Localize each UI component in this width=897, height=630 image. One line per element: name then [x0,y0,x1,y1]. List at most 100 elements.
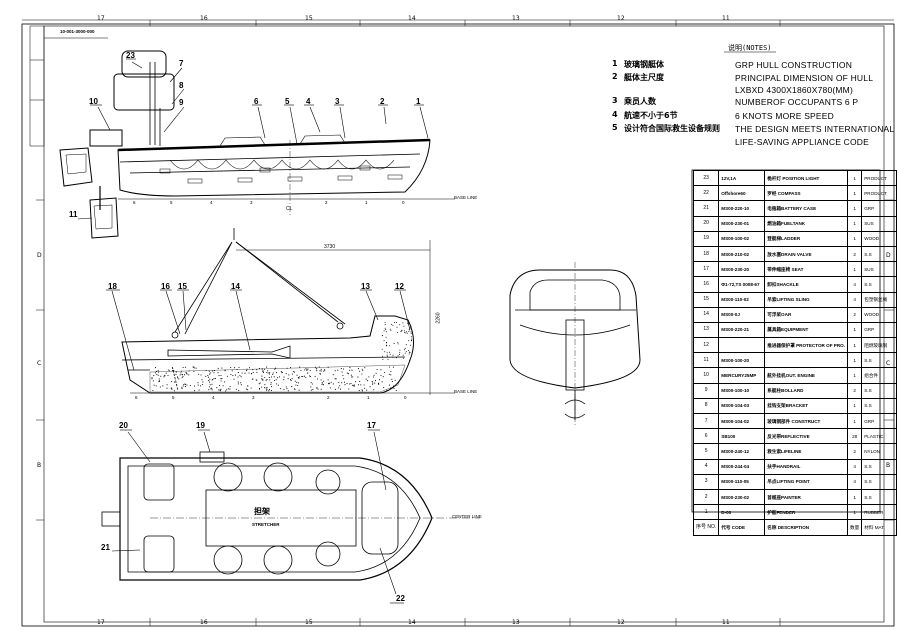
bom-cell-qty: 1 [847,367,863,384]
side-station-1: 1 [365,200,368,205]
bom-cell-code: MS00-0J [718,306,766,323]
bom-cell-code: MS00-100-10 [718,382,766,399]
bom-cell-mat: 包塑钢丝绳 [861,291,897,308]
bom-cell-qty: 1 [847,412,863,430]
lift-station-5: 5 [172,395,175,400]
lift-baseline-label: BASE LINE [454,389,478,394]
callout-21: 21 [101,543,110,552]
bom-cell-code: MS00-230-02 [718,488,766,506]
callout-3: 3 [335,97,340,106]
bom-cell-mat: S.S [861,382,897,399]
bom-cell-mat: RUBBER [861,504,897,521]
lift-view [106,228,455,395]
bom-cell-qty: 1 [847,352,863,369]
callout-11: 11 [69,210,78,219]
bom-cell-mat: SUS [861,261,897,278]
bom-cell-desc: 推进器保护罩 PROTECTOR OF PRO. [764,337,849,354]
zone-left-3: B [37,462,42,469]
note-en-2: PRINCIPAL DIMENSION OF HULL [735,73,874,83]
bom-footer-mat: 材料 MAT. [861,519,897,536]
bom-cell-no: 2 [692,488,720,506]
bom-cell-no: 11 [692,352,720,369]
dim-height: 2260 [435,312,442,324]
callout-10: 10 [89,97,98,106]
callout-18: 18 [108,282,117,291]
callout-7: 7 [179,59,184,68]
side-station-2: 2 [325,200,328,205]
zone-bottom-2: 16 [200,619,208,626]
bom-cell-code: MS00-100-02 [718,230,766,247]
notes-title: 说明(NOTES) [728,44,772,52]
callout-8: 8 [179,81,184,90]
bom-cell-desc: 属具箱EQUIPMENT [764,321,849,339]
bom-cell-desc [764,352,849,369]
stretcher-en: STRETCHER [252,522,280,527]
bom-cell-no: 10 [692,367,720,384]
bom-cell-qty: 4 [847,291,863,308]
zone-top-4: 14 [408,15,416,22]
note-num-5: 5 [612,123,618,132]
bom-cell-qty: 1 [847,337,863,354]
bom-cell-desc: 反光带REFLECTIVE [764,428,849,445]
bom-cell-no: 23 [692,169,720,187]
bom-cell-qty: 4 [847,473,863,490]
bom-cell-mat: S.S [861,458,897,475]
note-num-4: 4 [612,110,618,119]
bom-cell-code: MS00-110-02 [718,291,766,308]
zone-bottom-3: 15 [305,619,313,626]
bom-cell-desc: 挂钩支架BRACKET [764,397,849,415]
zone-bottom-7: 11 [722,619,730,626]
note-num-3: 3 [612,96,618,105]
bom-cell-mat: PLASTIC [861,428,897,445]
bom-cell-no: 20 [692,215,720,232]
plan-view [101,429,480,604]
bom-cell-code: MS00-240-12 [718,443,766,460]
bom-cell-no: 4 [692,458,720,475]
side-station-0: 0 [402,200,405,205]
bom-cell-code: Offshore60 [718,185,766,202]
note-cn-2: 艇体主尺度 [624,73,664,82]
bom-cell-no: 6 [692,428,720,445]
bom-cell-mat: S.S [861,488,897,506]
bom-cell-mat: SUS [861,215,897,232]
callout-13: 13 [361,282,370,291]
callout-12: 12 [395,282,404,291]
bom-cell-code: MS00-104-03 [718,397,766,415]
bom-cell-qty: 4 [847,458,863,475]
bom-cell-qty: 2 [847,382,863,399]
bom-cell-no: 21 [692,200,720,217]
stretcher-cn: 担架 [254,507,270,516]
zone-bottom-1: 17 [97,619,105,626]
bom-footer-qty: 数量 [847,519,863,536]
bom-cell-mat: PRODUCT [861,169,897,187]
bom-cell-mat: S.S [861,245,897,263]
bom-cell-code: MS00-244-04 [718,458,766,475]
bom-cell-mat: S.S [861,397,897,415]
callout-6: 6 [254,97,259,106]
bom-cell-no: 13 [692,321,720,339]
bom-cell-desc: 护舷FENDER [764,504,849,521]
sand-hatch [149,364,406,393]
bom-cell-code: MS00-230-01 [718,215,766,232]
bom-cell-mat: NYLON [861,443,897,460]
bom-cell-code: MS00-220-21 [718,321,766,339]
callout-9: 9 [179,98,184,107]
bom-cell-desc: 卸扣SHACKLE [764,276,849,293]
zone-bottom-5: 13 [512,619,520,626]
bom-cell-no: 1 [692,504,720,521]
zone-top-3: 15 [305,15,313,22]
note-cn-3: 乘员人数 [624,97,656,106]
bom-cell-qty: 1 [847,488,863,506]
zone-bottom-4: 14 [408,619,416,626]
bom-cell-code: MS00-210-02 [718,245,766,263]
lift-station-2: 2 [327,395,330,400]
lift-station-3: 3 [252,395,255,400]
bom-cell-qty: 2 [847,306,863,323]
lift-station-4: 4 [212,395,215,400]
